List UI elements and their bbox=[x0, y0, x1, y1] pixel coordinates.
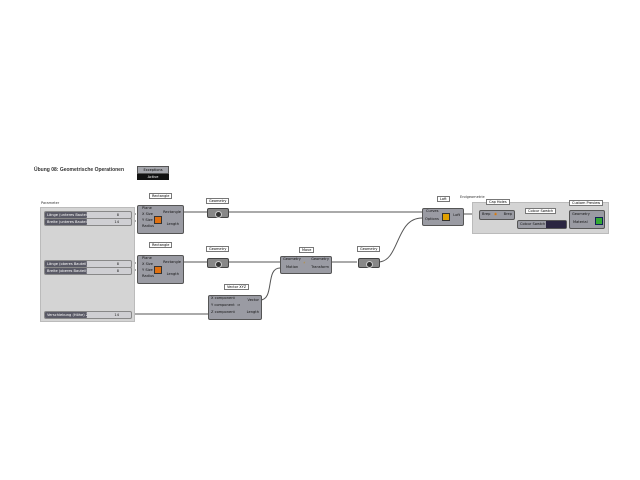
exceptions-label: Exceptions bbox=[137, 166, 169, 174]
input-brep[interactable]: Brep bbox=[482, 212, 491, 216]
geometry-1-label: Geometry bbox=[206, 198, 230, 205]
input-plane[interactable]: Plane bbox=[142, 206, 152, 210]
rectangle-icon bbox=[154, 216, 162, 224]
rectangle-component-1[interactable]: Plane X Size Y Size Radius Rectangle Len… bbox=[137, 205, 184, 234]
input-radius[interactable]: Radius bbox=[142, 274, 155, 278]
input-y-size[interactable]: Y Size bbox=[142, 268, 153, 272]
geometry-param-2[interactable] bbox=[207, 258, 229, 268]
vector-xyz-component[interactable]: X component Y component Z component ⇒ Ve… bbox=[208, 295, 262, 320]
slider-value: 8 bbox=[116, 262, 119, 266]
input-material[interactable]: Material bbox=[573, 220, 588, 224]
colour-swatch-label: Colour Swatch bbox=[525, 208, 557, 215]
slider-width-upper[interactable]: Breite (oberes Bauteil) 8 bbox=[44, 267, 132, 275]
swatch-color[interactable] bbox=[546, 221, 566, 228]
geometry-icon bbox=[366, 260, 373, 268]
input-motion[interactable]: Motion bbox=[286, 265, 299, 269]
move-component[interactable]: Geometry Motion ⚡ Geometry Transform bbox=[280, 256, 332, 274]
slider-name: Länge (unteres Bauteil) bbox=[45, 212, 87, 218]
geometry-3-label: Geometry bbox=[357, 246, 381, 253]
slider-name: Verschiebung (Höhe) Z bbox=[45, 312, 87, 318]
input-x-size[interactable]: X Size bbox=[142, 212, 153, 216]
rectangle-icon bbox=[154, 266, 162, 274]
parameter-group-label: Parameter bbox=[41, 201, 60, 205]
input-geometry[interactable]: Geometry bbox=[572, 212, 590, 216]
cap-holes-label: Cap Holes bbox=[486, 199, 510, 206]
geometry-icon bbox=[215, 260, 222, 268]
output-geometry[interactable]: Geometry bbox=[311, 257, 329, 261]
colour-swatch[interactable]: Colour Swatch bbox=[517, 220, 567, 229]
slider-z-offset[interactable]: Verschiebung (Höhe) Z 14 bbox=[44, 311, 132, 319]
exception-widget[interactable]: Exceptions Active bbox=[137, 166, 169, 180]
input-curves[interactable]: Curves bbox=[426, 209, 439, 213]
input-radius[interactable]: Radius bbox=[142, 224, 155, 228]
rectangle-component-2[interactable]: Plane X Size Y Size Radius Rectangle Len… bbox=[137, 255, 184, 284]
input-plane[interactable]: Plane bbox=[142, 256, 152, 260]
output-length[interactable]: Length bbox=[246, 310, 259, 314]
output-transform[interactable]: Transform bbox=[311, 265, 329, 269]
slider-value: 14 bbox=[114, 313, 119, 317]
cap-holes-icon: ◉ bbox=[494, 212, 498, 216]
slider-name: Breite (unteres Bauteil) bbox=[45, 219, 87, 225]
input-z[interactable]: Z component bbox=[211, 310, 235, 314]
rectangle-2-label: Rectangle bbox=[149, 242, 173, 249]
input-x[interactable]: X component bbox=[211, 296, 235, 300]
vector-icon: ⇒ bbox=[237, 303, 241, 307]
output-group-label: Endgeometrie bbox=[460, 195, 485, 199]
move-icon: ⚡ bbox=[303, 261, 306, 265]
output-rectangle[interactable]: Rectangle bbox=[163, 210, 181, 214]
slider-value: 8 bbox=[116, 269, 119, 273]
preview-icon bbox=[595, 217, 603, 225]
rectangle-1-label: Rectangle bbox=[149, 193, 173, 200]
custom-preview-label: Custom Preview bbox=[569, 200, 604, 207]
geometry-2-label: Geometry bbox=[206, 246, 230, 253]
slider-name: Breite (oberes Bauteil) bbox=[45, 268, 87, 274]
input-y-size[interactable]: Y Size bbox=[142, 218, 153, 222]
cap-holes-component[interactable]: Brep ◉ Brep bbox=[479, 210, 515, 220]
custom-preview-component[interactable]: Geometry Material bbox=[569, 210, 605, 229]
input-x-size[interactable]: X Size bbox=[142, 262, 153, 266]
colour-swatch-text: Colour Swatch bbox=[520, 221, 546, 226]
slider-name: Länge (oberes Bauteil) bbox=[45, 261, 87, 267]
move-label: Move bbox=[299, 247, 315, 254]
active-status: Active bbox=[137, 174, 169, 180]
output-rectangle[interactable]: Rectangle bbox=[163, 260, 181, 264]
loft-component[interactable]: Curves Options Loft bbox=[422, 208, 464, 226]
loft-label: Loft bbox=[437, 196, 450, 203]
input-geometry[interactable]: Geometry bbox=[283, 257, 301, 261]
input-y[interactable]: Y component bbox=[211, 303, 235, 307]
output-vector[interactable]: Vector bbox=[247, 298, 259, 302]
slider-value: 8 bbox=[116, 213, 119, 217]
output-length[interactable]: Length bbox=[166, 222, 179, 226]
input-options[interactable]: Options bbox=[425, 217, 439, 221]
canvas-title: Übung 08: Geometrische Operationen bbox=[34, 167, 125, 173]
geometry-icon bbox=[215, 210, 222, 218]
slider-width-lower[interactable]: Breite (unteres Bauteil) 14 bbox=[44, 218, 132, 226]
geometry-param-3[interactable] bbox=[358, 258, 380, 268]
output-length[interactable]: Length bbox=[166, 272, 179, 276]
geometry-param-1[interactable] bbox=[207, 208, 229, 218]
loft-icon bbox=[442, 213, 450, 221]
output-loft[interactable]: Loft bbox=[453, 213, 460, 217]
vector-label: Vector XYZ bbox=[224, 284, 250, 291]
output-brep[interactable]: Brep bbox=[503, 212, 512, 216]
slider-value: 14 bbox=[114, 220, 119, 224]
